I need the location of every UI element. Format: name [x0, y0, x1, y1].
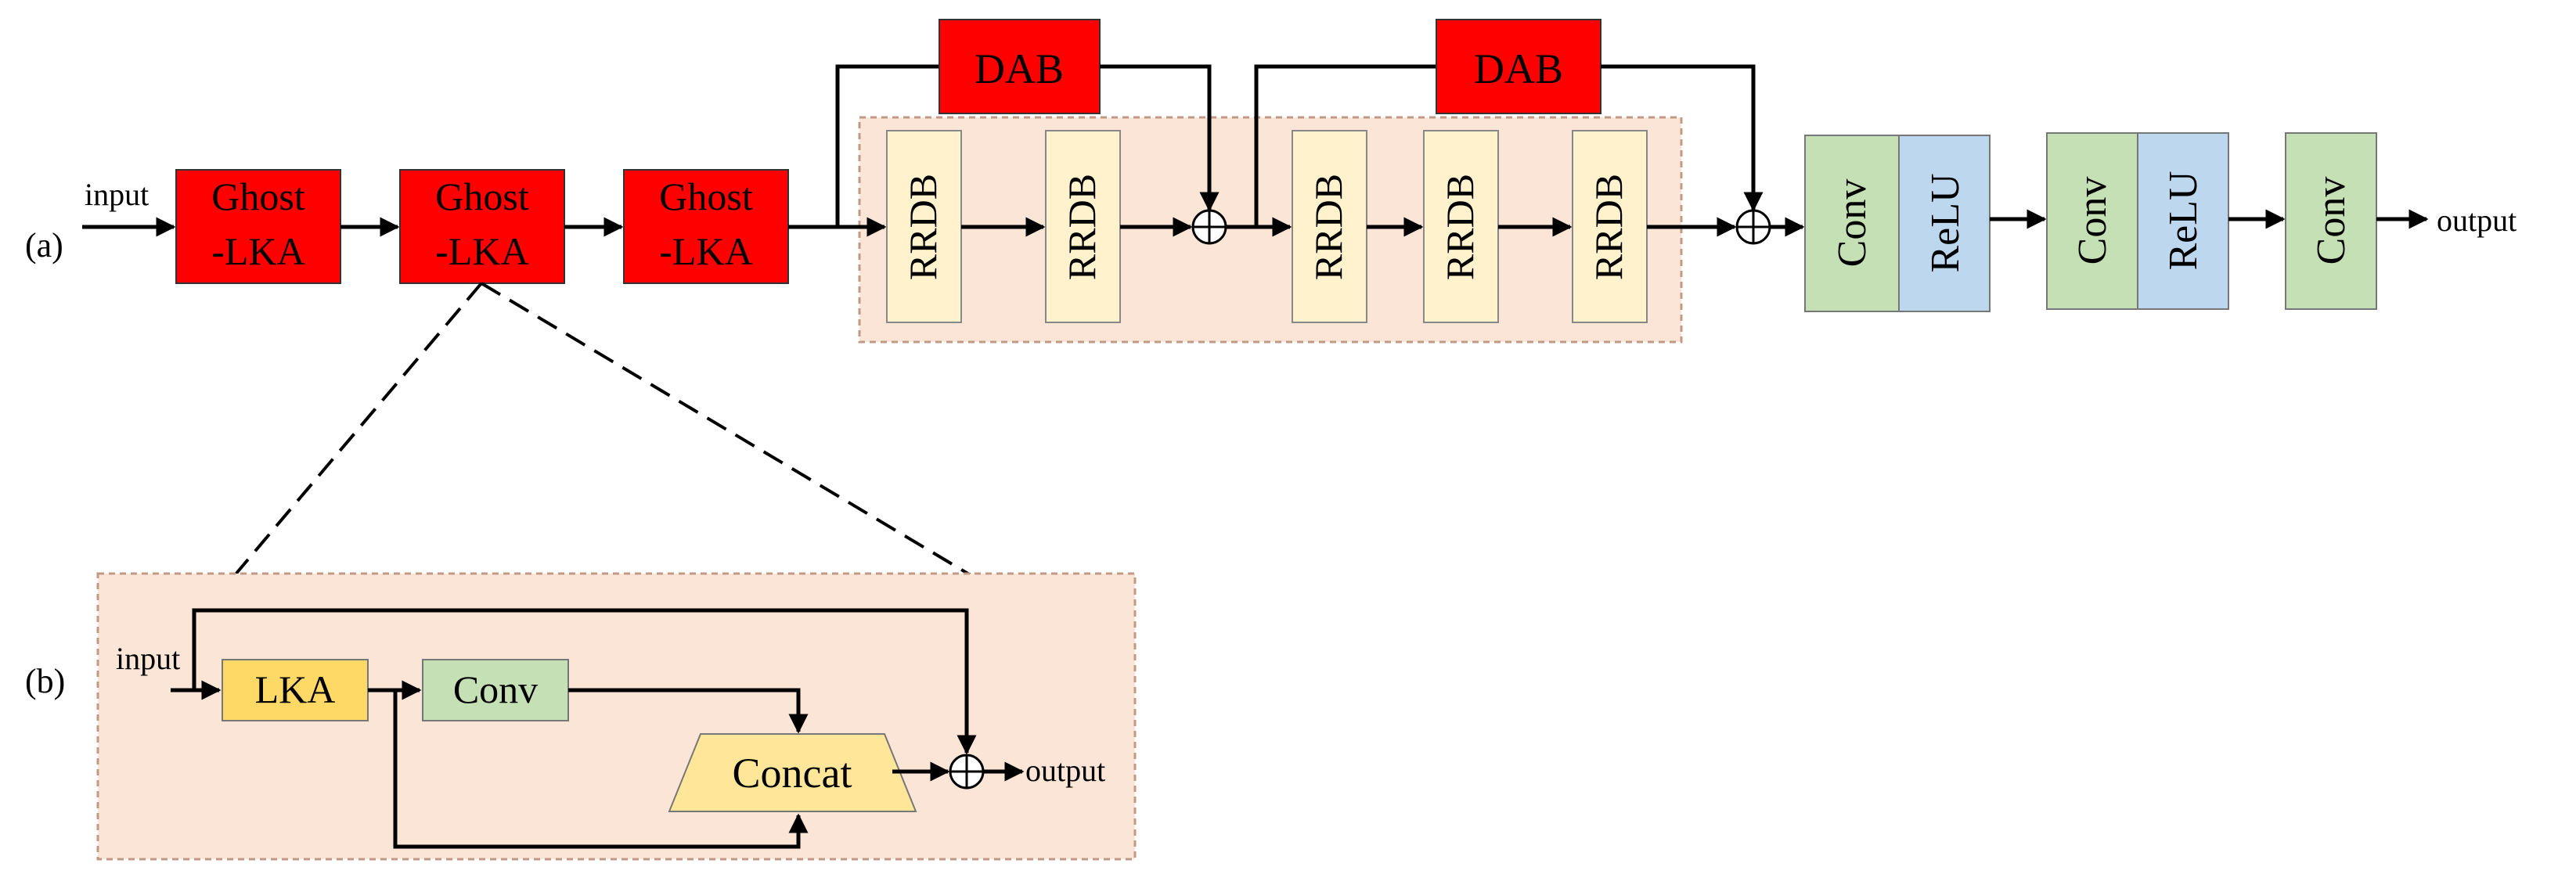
sum-node-2 [1735, 209, 1771, 245]
panel-a-label: (a) [25, 226, 63, 264]
dab-2-label: DAB [1474, 45, 1563, 92]
ghost-lka-block-3: Ghost -LKA [623, 169, 789, 284]
dab-block-1: DAB [939, 19, 1101, 114]
rrdb-5-label: RRDB [1587, 174, 1630, 280]
ghost-lka-block-2: Ghost -LKA [399, 169, 565, 284]
rrdb-4-label: RRDB [1438, 174, 1482, 280]
rrdb-block-2: RRDB [1045, 130, 1121, 323]
ghost-lka-block-1: Ghost -LKA [175, 169, 341, 284]
ghost-lka-3-line2: -LKA [659, 229, 752, 273]
dab-block-2: DAB [1436, 19, 1601, 114]
panel-b-output-label: output [1025, 753, 1105, 788]
zoom-line-left [233, 282, 483, 577]
panel-a: (a) input Ghost -LKA Ghost -LKA Ghost -L… [25, 19, 2517, 344]
ghost-lka-3-line1: Ghost [659, 174, 753, 218]
zoom-line-right [480, 282, 972, 577]
rrdb-3-label: RRDB [1306, 174, 1350, 280]
sum-node-1 [1191, 209, 1227, 245]
dab-1-label: DAB [975, 45, 1064, 92]
residual-path [192, 608, 977, 755]
relu-block-2: ReLU [2137, 132, 2229, 310]
conv-block-1: Conv [1804, 135, 1900, 312]
ghost-lka-1-line2: -LKA [211, 229, 304, 273]
panel-b-input-label: input [116, 641, 180, 676]
conv-2-label: Conv [2070, 177, 2115, 265]
arrow-conv-to-concat [568, 688, 809, 734]
skip-path-dab2 [1254, 64, 1436, 227]
conv-block-b: Conv [422, 659, 569, 721]
lka-block: LKA [222, 659, 369, 721]
conv-b-label: Conv [453, 667, 538, 711]
concat-label: Concat [733, 750, 852, 797]
rrdb-1-label: RRDB [901, 174, 945, 280]
arrow-lka-bypass-to-concat [393, 690, 809, 849]
ghost-lka-1-line1: Ghost [211, 174, 305, 218]
relu-block-1: ReLU [1898, 135, 1991, 312]
panel-b-label: (b) [25, 662, 65, 700]
lka-label: LKA [255, 667, 336, 711]
relu-2-label: ReLU [2161, 171, 2206, 270]
conv-3-label: Conv [2309, 177, 2354, 265]
arrow-dab2-to-sum2 [1601, 64, 1764, 212]
panel-b: (b) input LKA Conv Concat output [25, 572, 1137, 861]
rrdb-block-4: RRDB [1423, 130, 1499, 323]
conv-block-2: Conv [2046, 132, 2138, 310]
rrdb-2-label: RRDB [1060, 174, 1104, 280]
arrow-dab1-to-sum1 [1100, 64, 1220, 212]
ghost-lka-2-line2: -LKA [435, 229, 528, 273]
skip-path-dab1 [835, 64, 939, 227]
rrdb-group [858, 116, 1683, 344]
rrdb-block-1: RRDB [886, 130, 962, 323]
panel-a-output-label: output [2437, 203, 2517, 238]
ghost-lka-2-line1: Ghost [435, 174, 529, 218]
rrdb-block-5: RRDB [1572, 130, 1648, 323]
relu-1-label: ReLU [1923, 173, 1968, 272]
conv-1-label: Conv [1830, 179, 1875, 268]
sum-node-b [949, 754, 985, 790]
conv-block-3: Conv [2285, 132, 2377, 310]
concat-block: Concat [668, 733, 917, 812]
rrdb-block-3: RRDB [1292, 130, 1367, 323]
panel-a-input-label: input [85, 177, 149, 212]
